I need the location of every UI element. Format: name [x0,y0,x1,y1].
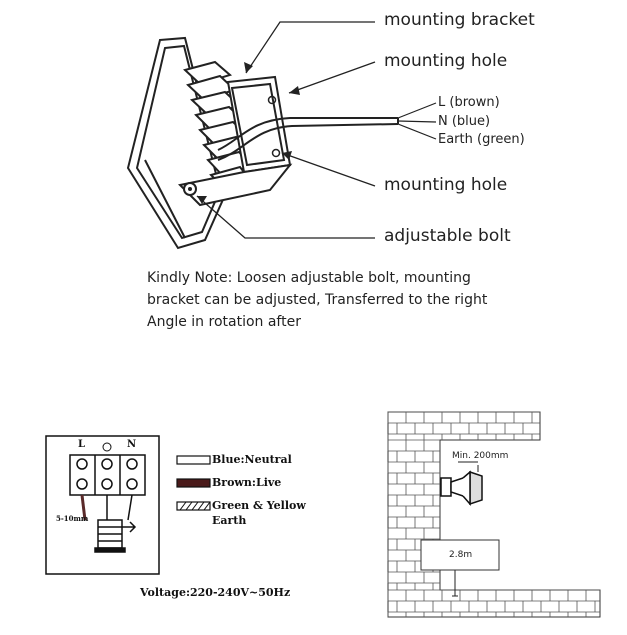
legend-earth-label: Earth [212,514,247,527]
note-line-1: Kindly Note: Loosen adjustable bolt, mou… [147,270,471,286]
wall-lamp [440,470,483,506]
legend-swatch-blue [176,455,211,465]
brick-wall [387,411,601,618]
legend-blue-label: Blue:Neutral [212,453,292,466]
note-line-3: Angle in rotation after [147,314,301,330]
label-mounting-hole-top: mounting hole [384,51,508,71]
leader-lines [196,21,376,239]
wire-earth-label: Earth (green) [438,132,525,147]
wire-ends [397,102,437,140]
wire-live-label: L (brown) [438,95,500,110]
wire-neutral-label: N (blue) [438,114,491,129]
terminal-n-label: N [127,439,137,450]
strip-length-label: 5-10mm [56,514,89,523]
label-mounting-hole-bottom: mounting hole [384,175,508,195]
terminal-l-label: L [78,439,86,450]
label-adjustable-bolt: adjustable bolt [384,226,511,246]
mounting-hole-top-marker [267,95,277,105]
voltage-label: Voltage:220-240V~50Hz [140,586,291,599]
legend-swatch-brown [176,478,211,488]
legend-swatch-green-yellow [176,501,211,511]
legend-green-yellow-label: Green & Yellow [212,499,306,512]
power-cable [217,117,398,151]
legend-brown-label: Brown:Live [212,476,282,489]
earth-symbol-icon [102,442,112,452]
height-box [420,539,500,571]
note-line-2: bracket can be adjusted, Transferred to … [147,292,488,308]
brick-pattern [387,411,600,617]
terminal-block-diagram [45,435,160,575]
label-mounting-bracket: mounting bracket [384,10,535,30]
mounting-hole-bottom-marker [271,148,281,158]
min-clearance-label: Min. 200mm [452,451,509,461]
floodlight-body [126,36,254,250]
install-height-label: 2.8m [449,550,473,560]
